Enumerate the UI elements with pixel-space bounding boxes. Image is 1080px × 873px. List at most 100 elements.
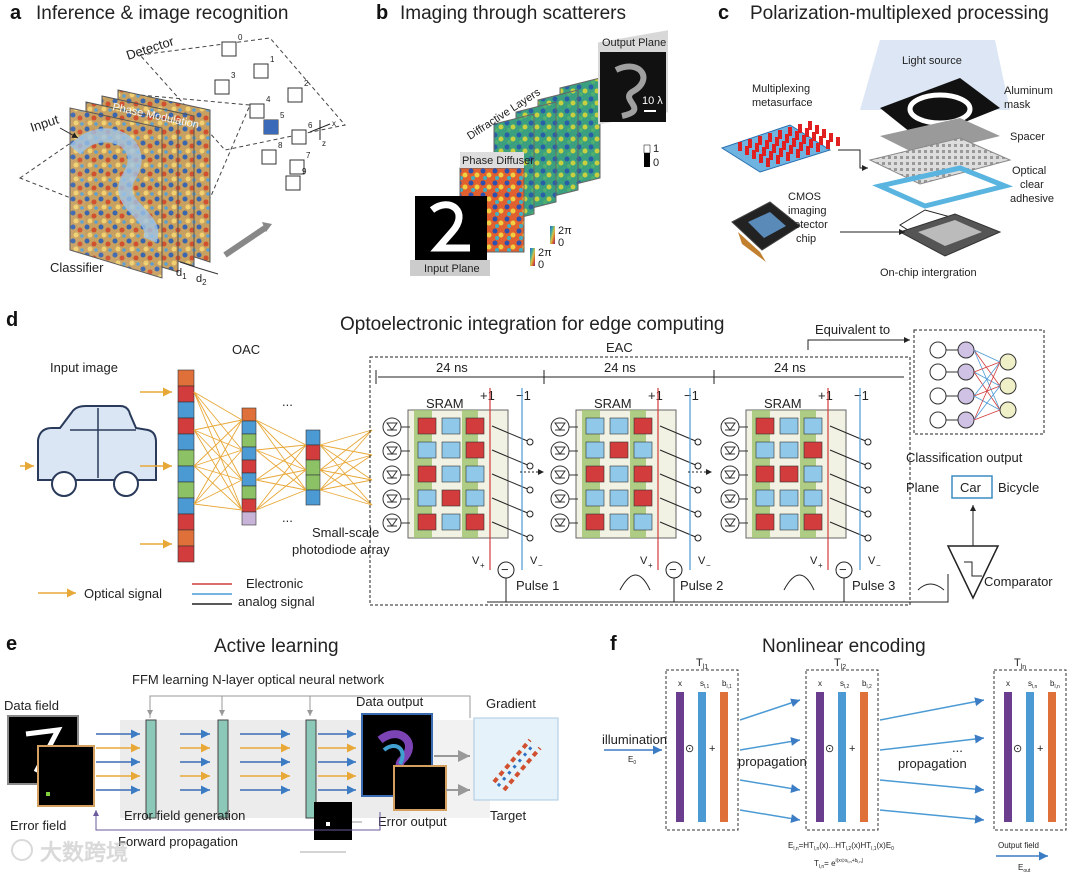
oac-neuron (241, 472, 257, 487)
timing-label: 24 ns (774, 360, 806, 375)
meta-pillar (789, 145, 793, 154)
phase-modulation-stack (69, 89, 211, 279)
adhesive-label: adhesive (1010, 193, 1054, 205)
colorbar-diffuser-max: 2π (538, 247, 552, 259)
pulse-2-shape (783, 574, 815, 591)
detector-cell (287, 87, 303, 103)
sram-cell (609, 465, 629, 483)
input-digit (429, 201, 470, 252)
oac-neuron (305, 444, 321, 461)
switch-node (694, 534, 702, 542)
plus-one-label: +1 (648, 388, 663, 403)
oac-neuron (177, 545, 195, 563)
meta-pillar (816, 143, 820, 152)
vplus-label: V (810, 555, 818, 567)
meta-pillar (775, 137, 779, 146)
meta-pillar (829, 133, 833, 142)
sram-cell (803, 513, 823, 531)
detector-digit: 8 (278, 141, 283, 150)
sram-cell (465, 489, 485, 507)
sram-cell (803, 465, 823, 483)
panel-d-title: Optoelectronic integration for edge comp… (340, 314, 724, 335)
panel-d: d Optoelectronic integration for edge co… (6, 309, 1053, 609)
meta-pillar (812, 132, 816, 141)
aluminum-mask (880, 78, 1000, 140)
propagation-arrow (739, 737, 801, 751)
photodiode-icon (550, 489, 570, 509)
detector-cell (253, 63, 269, 79)
colorbar-layers (550, 226, 555, 244)
oac-neuron (241, 446, 257, 461)
eq-link (973, 385, 1001, 421)
sram-label: SRAM (764, 396, 802, 411)
ffm-label: FFM learning N-layer optical neural netw… (132, 672, 385, 687)
pulse-2-label: Pulse 2 (680, 578, 723, 593)
sram-cell (585, 465, 605, 483)
optical-link (319, 429, 373, 471)
error-field-label: Error field (10, 818, 66, 833)
meta-pillar (768, 133, 772, 142)
oac-neuron (177, 513, 195, 531)
panel-f-letter: f (610, 633, 617, 655)
sram-cell (803, 417, 823, 435)
photodiode-icon (382, 513, 402, 533)
class-bicycle: Bicycle (998, 480, 1039, 495)
vplus-label: V (472, 555, 480, 567)
oac-neuron (305, 429, 321, 446)
oac-neuron (305, 489, 321, 506)
class-plane: Plane (906, 480, 939, 495)
vplus-sub: + (480, 561, 485, 570)
oac-layer-1 (177, 369, 195, 563)
pulse-bus (487, 574, 949, 603)
sram-cell (609, 489, 629, 507)
meta-pillar (758, 136, 762, 145)
optical-link (193, 429, 243, 511)
sram-cell (465, 465, 485, 483)
meta-pillar (745, 146, 749, 155)
sram-cell (633, 441, 653, 459)
sram-cell (779, 489, 799, 507)
optical-link (193, 449, 243, 467)
meta-pillar (788, 127, 792, 136)
colorbar-layers-max: 2π (558, 225, 572, 237)
sram-cell (417, 489, 437, 507)
photodiode-icon (382, 465, 402, 485)
photodiode-symbol (386, 494, 398, 503)
detector-digit: 9 (302, 167, 307, 176)
cmos-chip-photo (731, 201, 801, 262)
eq-photodiode-icon (929, 341, 947, 359)
optical-link (255, 449, 307, 471)
switch-node (694, 510, 702, 518)
meta-pillar (769, 151, 773, 160)
onn-layer (305, 719, 317, 819)
photodiode-icon (382, 417, 402, 437)
target-label: Target (490, 808, 527, 823)
sram-cell (755, 417, 775, 435)
pulse-1-label: Pulse 1 (516, 578, 559, 593)
gradient-label: Gradient (486, 696, 536, 711)
vplus-label: V (640, 555, 648, 567)
propagation-arrow (739, 779, 801, 793)
switch-line (829, 497, 869, 515)
equivalent-arrow (807, 337, 910, 350)
gradient-pattern (492, 738, 542, 792)
switch-line (491, 497, 531, 515)
switch-node (864, 438, 872, 446)
panel-f-title: Nonlinear encoding (762, 636, 926, 657)
eac-label: EAC (606, 340, 633, 355)
watermark-text: 大数跨境 (40, 840, 128, 866)
comparator-label: Comparator (984, 574, 1053, 589)
odot-symbol: ⊙ (685, 743, 694, 755)
meta-pillar (799, 142, 803, 151)
optical-link (193, 429, 243, 451)
onn-layer (217, 719, 229, 819)
photodiode-icon (550, 417, 570, 437)
input-plane-footer (410, 260, 490, 276)
sram-cell (417, 513, 437, 531)
switch-node (694, 486, 702, 494)
photodiode-symbol (554, 446, 566, 455)
sram-label: SRAM (426, 396, 464, 411)
legend-electronic-label: Electronic (246, 576, 304, 591)
spacer-layer (880, 118, 1000, 156)
